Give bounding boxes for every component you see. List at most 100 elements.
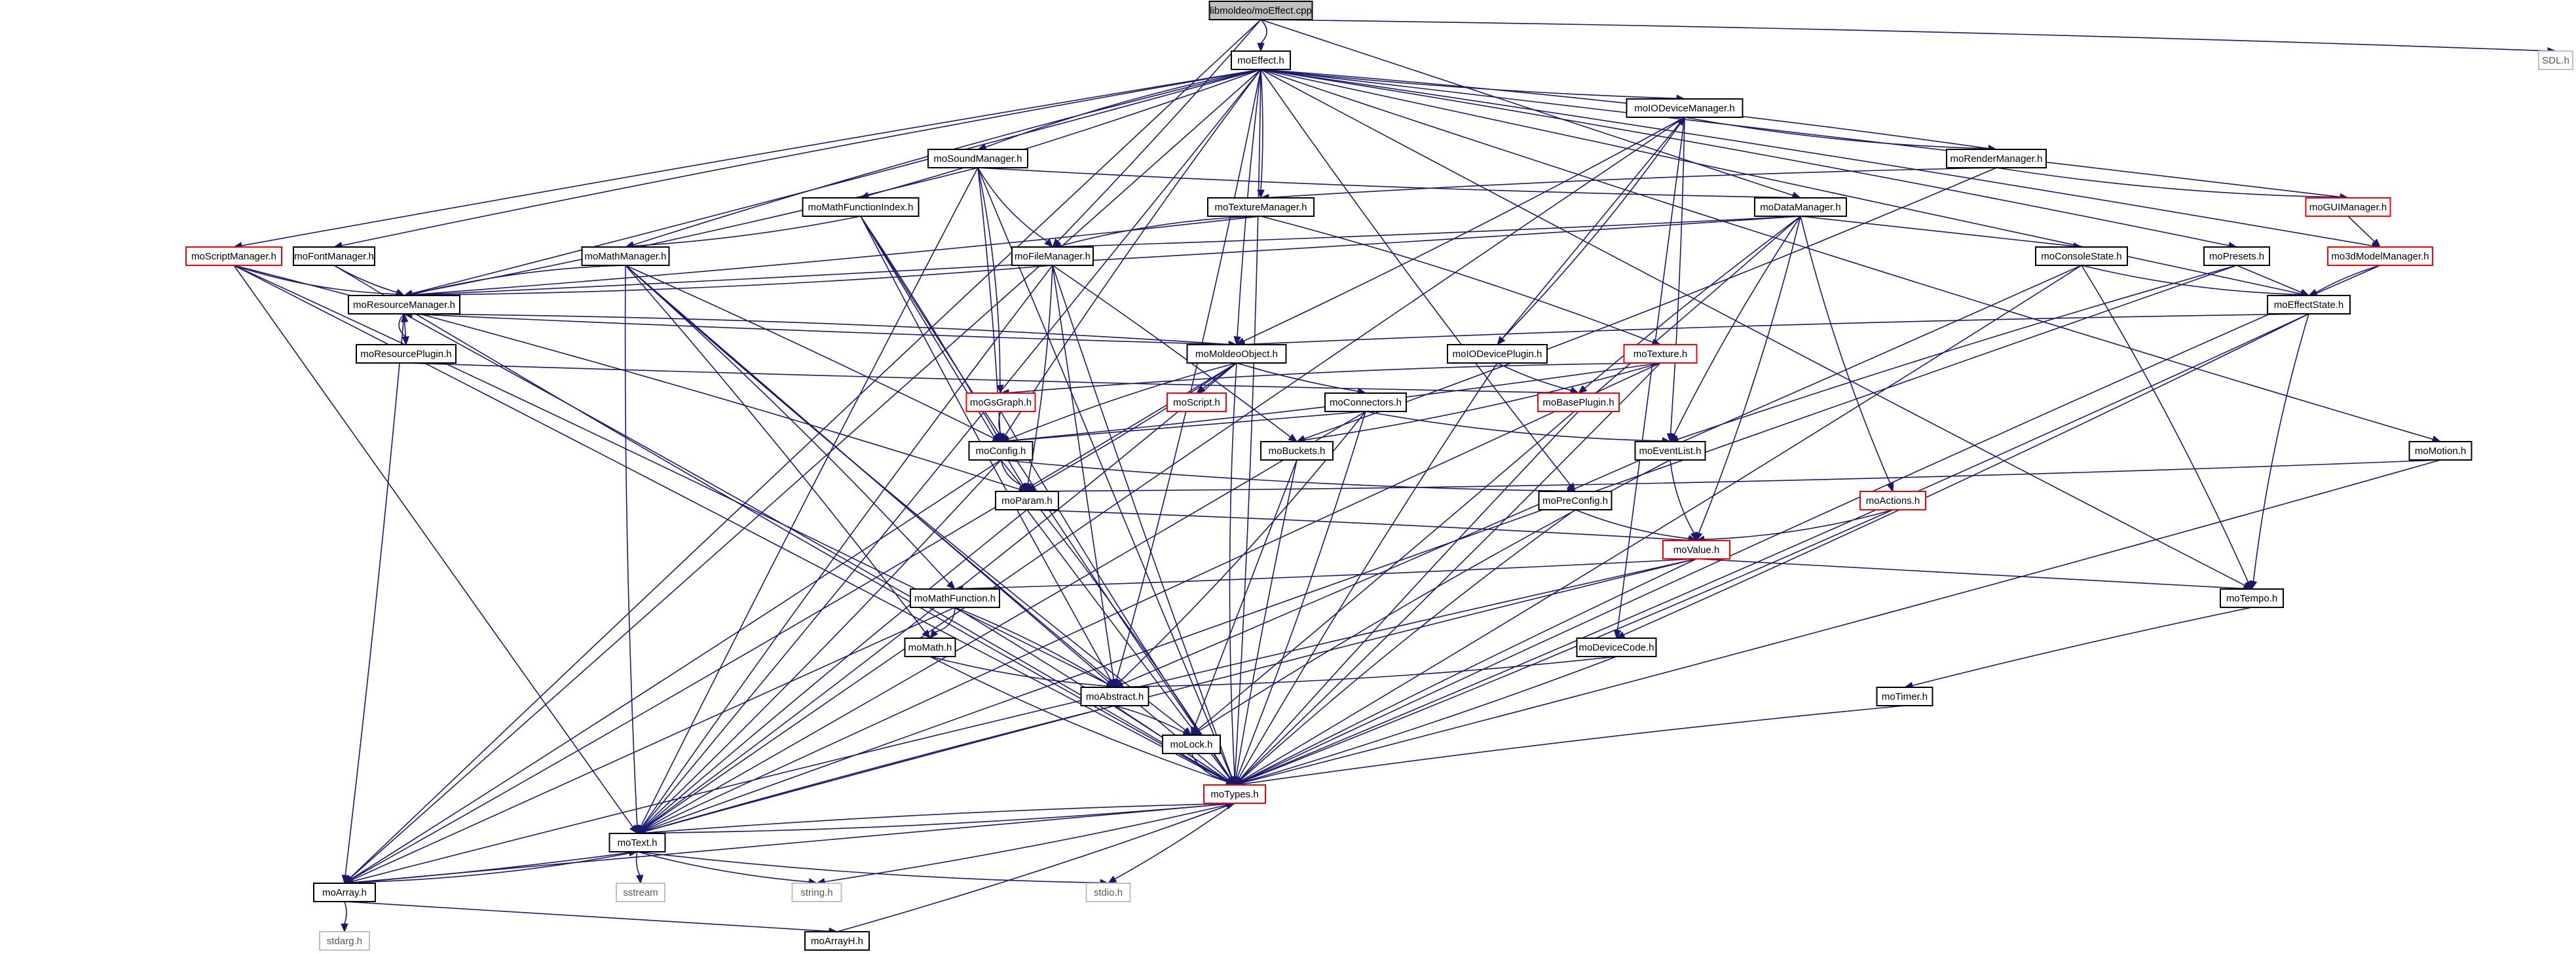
node-mo-array-h[interactable]: moArray.h: [313, 883, 376, 902]
node-mo-effect-h[interactable]: moEffect.h: [1231, 50, 1291, 70]
edge-layer: [233, 19, 2557, 935]
node-box: [1538, 491, 1613, 510]
node-label: moGUIManager.h: [2309, 202, 2387, 213]
node-mo-buckets-h[interactable]: moBuckets.h: [1260, 441, 1334, 461]
edge-mo-lock-h-to-mo-types-h: [1191, 753, 1236, 786]
node-mo-resource-manager-h[interactable]: moResourceManager.h: [348, 295, 460, 315]
node-label: moTimer.h: [1882, 691, 1928, 702]
node-mo-render-manager-h[interactable]: moRenderManager.h: [1946, 149, 2047, 168]
node-mo-font-manager-h[interactable]: moFontManager.h: [293, 246, 375, 266]
node-stdarg-h: stdarg.h: [319, 931, 370, 951]
node-mo-math-function-index-h[interactable]: moMathFunctionIndex.h: [802, 197, 920, 217]
node-label: moFileManager.h: [1015, 251, 1091, 262]
node-mo-script-manager-h[interactable]: moScriptManager.h: [185, 246, 282, 266]
node-mo-texture-manager-h[interactable]: moTextureManager.h: [1207, 197, 1315, 217]
node-box: [1634, 441, 1706, 461]
node-mo-pre-config-h[interactable]: moPreConfig.h: [1538, 491, 1613, 510]
node-mo-text-h[interactable]: moText.h: [608, 833, 666, 852]
node-mo-iodevice-plugin-h[interactable]: moIODevicePlugin.h: [1447, 344, 1548, 364]
node-mo-presets-h[interactable]: moPresets.h: [2203, 246, 2270, 266]
node-mo-event-list-h[interactable]: moEventList.h: [1634, 441, 1706, 461]
node-mo-lock-h[interactable]: moLock.h: [1162, 735, 1221, 754]
edge-mo-motion-h-to-mo-types-h: [1233, 459, 2441, 787]
node-mo-effect-cpp[interactable]: libmoldeo/moEffect.cpp: [1208, 1, 1313, 20]
node-mo-types-h[interactable]: moTypes.h: [1203, 784, 1266, 804]
node-mo-actions-h[interactable]: moActions.h: [1859, 491, 1926, 510]
node-label: moResourcePlugin.h: [360, 349, 451, 360]
node-mo-device-code-h[interactable]: moDeviceCode.h: [1576, 638, 1657, 657]
node-mo-data-manager-h[interactable]: moDataManager.h: [1754, 197, 1847, 217]
edge-mo-effect-h-to-mo-tempo-h: [1260, 69, 2253, 590]
node-box: [1626, 98, 1744, 118]
node-mo-tempo-h[interactable]: moTempo.h: [2220, 588, 2284, 608]
node-mo-guimanager-h[interactable]: moGUIManager.h: [2305, 197, 2391, 217]
edge-mo-data-manager-h-to-mo-file-manager-h: [1051, 216, 1801, 251]
node-mo-sound-manager-h[interactable]: moSoundManager.h: [927, 149, 1028, 168]
edge-mo-file-manager-h-to-mo-abstract-h: [1052, 265, 1117, 689]
edge-mo-math-function-h-to-mo-math-h: [929, 607, 956, 639]
node-label: moTexture.h: [1633, 349, 1688, 360]
node-label: SDL.h: [2542, 55, 2569, 66]
edge-mo-array-h-to-mo-text-h: [344, 849, 639, 884]
node-label: moText.h: [618, 837, 658, 849]
node-label: moSoundManager.h: [933, 153, 1022, 164]
node-mo-math-manager-h[interactable]: moMathManager.h: [581, 246, 670, 266]
node-label: moEffectState.h: [2274, 299, 2343, 311]
node-mo-resource-plugin-h[interactable]: moResourcePlugin.h: [356, 344, 457, 364]
node-label: moResourceManager.h: [353, 299, 455, 311]
node-layer: libmoldeo/moEffect.cpp moEffect.h SDL.h moI…: [185, 1, 2573, 951]
node-mo-abstract-h[interactable]: moAbstract.h: [1080, 687, 1149, 706]
node-mo3d-model-manager-h[interactable]: mo3dModelManager.h: [2327, 246, 2433, 266]
edge-mo-iodevice-plugin-h-to-mo-base-plugin-h: [1497, 362, 1580, 394]
node-label: moEffect.h: [1237, 55, 1284, 66]
node-label: moIODevicePlugin.h: [1453, 349, 1542, 360]
node-label: moPresets.h: [2209, 251, 2264, 262]
node-mo-motion-h[interactable]: moMotion.h: [2408, 441, 2473, 461]
edge-mo-array-h-to-stdarg-h: [341, 901, 348, 933]
node-box: [904, 638, 956, 657]
node-label: moBuckets.h: [1269, 446, 1326, 457]
edge-mo-tempo-h-to-mo-timer-h: [1903, 607, 2252, 689]
node-label: moAbstract.h: [1086, 691, 1144, 702]
node-box: [1231, 50, 1291, 70]
edge-mo-base-plugin-h-to-mo-types-h: [1234, 411, 1579, 786]
node-mo-texture-h[interactable]: moTexture.h: [1623, 344, 1698, 364]
node-mo-script-h[interactable]: moScript.h: [1167, 392, 1227, 412]
edge-mo-math-manager-h-to-mo-config-h: [625, 265, 1002, 442]
node-mo-math-h[interactable]: moMath.h: [904, 638, 956, 657]
node-mo-file-manager-h[interactable]: moFileManager.h: [1011, 246, 1094, 266]
node-mo-moldeo-object-h[interactable]: moMoldeoObject.h: [1186, 344, 1287, 364]
edge-mo-text-h-to-mo-types-h: [637, 799, 1236, 834]
node-mo-math-function-h[interactable]: moMathFunction.h: [910, 588, 1000, 608]
edge-mo-value-h-to-mo-text-h: [636, 558, 1697, 835]
node-mo-base-plugin-h[interactable]: moBasePlugin.h: [1537, 392, 1620, 412]
edge-mo-connectors-h-to-mo-text-h: [636, 411, 1366, 834]
edge-mo-iodevice-manager-h-to-mo-moldeo-object-h: [1235, 117, 1685, 345]
node-mo-array-h-h[interactable]: moArrayH.h: [804, 931, 870, 951]
edge-mo-value-h-to-mo-array-h: [343, 558, 1697, 885]
node-box: [1085, 883, 1131, 902]
edge-mo-iodevice-manager-h-to-mo-device-code-h: [1613, 117, 1685, 639]
node-label: moGsGraph.h: [970, 397, 1032, 408]
node-label: libmoldeo/moEffect.cpp: [1210, 5, 1312, 16]
edge-mo-effect-h-to-mo-font-manager-h: [333, 69, 1261, 250]
node-mo-console-state-h[interactable]: moConsoleState.h: [2035, 246, 2128, 266]
node-label: moMathFunctionIndex.h: [808, 202, 914, 213]
node-label: moPreConfig.h: [1542, 495, 1608, 506]
node-mo-config-h[interactable]: moConfig.h: [968, 441, 1034, 461]
node-label: moMath.h: [908, 642, 952, 653]
node-label: moParam.h: [1001, 495, 1053, 506]
node-box: [1754, 197, 1847, 217]
node-box: [1946, 149, 2047, 168]
node-mo-effect-state-h[interactable]: moEffectState.h: [2267, 295, 2351, 315]
node-mo-gs-graph-h[interactable]: moGsGraph.h: [965, 392, 1036, 412]
node-label: moEventList.h: [1639, 446, 1701, 457]
node-box: [608, 833, 666, 852]
node-mo-iodevice-manager-h[interactable]: moIODeviceManager.h: [1626, 98, 1744, 118]
edge-mo-texture-h-to-mo-text-h: [636, 362, 1661, 834]
node-mo-param-h[interactable]: moParam.h: [995, 491, 1059, 510]
node-box: [804, 931, 870, 951]
node-mo-value-h[interactable]: moValue.h: [1662, 540, 1730, 560]
node-mo-connectors-h[interactable]: moConnectors.h: [1324, 392, 1407, 412]
node-mo-timer-h[interactable]: moTimer.h: [1876, 687, 1933, 706]
